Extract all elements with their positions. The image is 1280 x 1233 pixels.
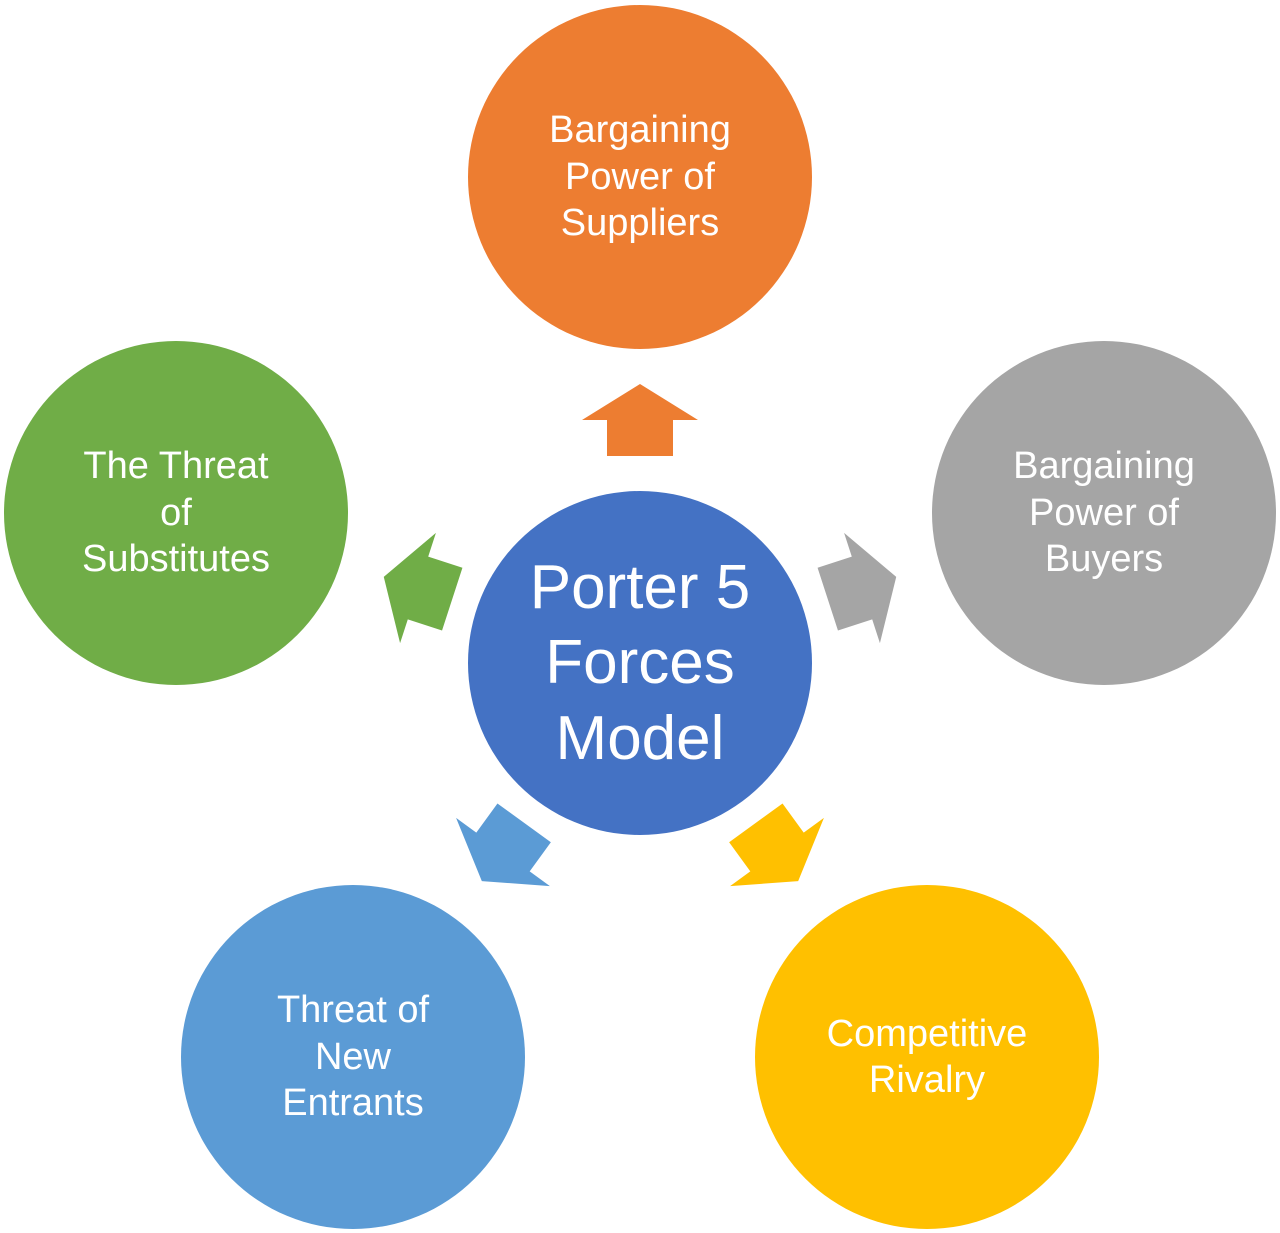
node-label-substitutes: The Threat of Substitutes <box>82 445 270 581</box>
arrow-to-suppliers <box>582 384 698 456</box>
node-threat-of-substitutes: The Threat of Substitutes <box>4 341 348 685</box>
node-competitive-rivalry: Competitive Rivalry <box>755 885 1099 1229</box>
node-label-suppliers: Bargaining Power of Suppliers <box>549 109 731 245</box>
node-bargaining-power-of-buyers: Bargaining Power of Buyers <box>932 341 1276 685</box>
arrow-to-rivalry <box>729 803 824 887</box>
node-label-rivalry: Competitive Rivalry <box>826 1012 1028 1101</box>
node-threat-of-new-entrants: Threat of New Entrants <box>181 885 525 1229</box>
arrow-to-buyers <box>817 532 897 644</box>
arrow-to-new-entrants <box>456 803 551 887</box>
node-label-buyers: Bargaining Power of Buyers <box>1013 445 1195 581</box>
node-bargaining-power-of-suppliers: Bargaining Power of Suppliers <box>468 5 812 349</box>
center-node-porter-model: Porter 5 Forces Model <box>468 491 812 835</box>
node-label-new-entrants: Threat of New Entrants <box>276 989 430 1125</box>
center-node-label: Porter 5 Forces Model <box>529 552 751 773</box>
arrow-to-substitutes <box>383 532 463 644</box>
